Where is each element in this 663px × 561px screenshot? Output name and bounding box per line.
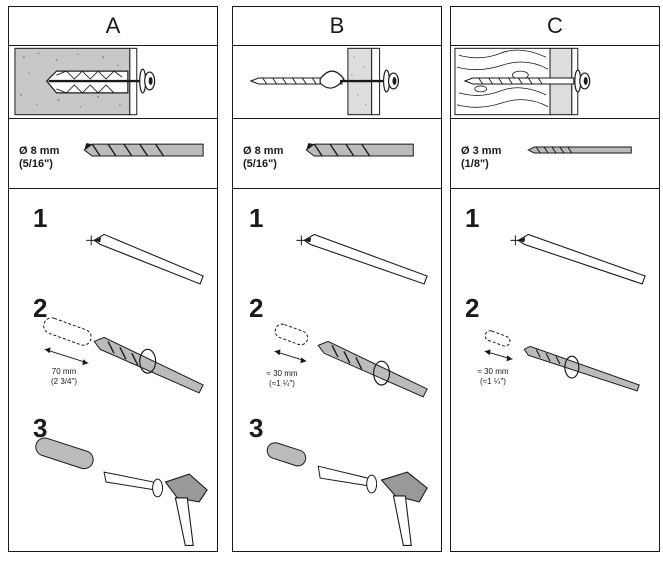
measure-inch: (≈1 ¼") — [480, 377, 506, 386]
panel-c-mounting-illustration — [451, 45, 659, 119]
bit-size-inch: (5/16") — [243, 158, 277, 170]
panel-a-header: A — [9, 7, 217, 46]
bit-size-metric: Ø 8 mm — [243, 145, 284, 157]
step-2-number: 2 — [465, 293, 480, 323]
panel-a-mounting-illustration — [9, 45, 217, 119]
panel-a-measurement: 70 mm (2 3/4") — [39, 367, 89, 387]
step-2-number: 2 — [249, 293, 264, 323]
wood-screw-illustration — [454, 47, 591, 116]
panel-a-bit-label: Ø 8 mm (5/16") — [19, 145, 59, 171]
step-1-number: 1 — [465, 203, 480, 233]
bit-size-metric: Ø 8 mm — [19, 145, 60, 157]
hammer-plug-icon — [35, 437, 208, 546]
drill-bit-icon — [305, 143, 414, 157]
panel-c-bit-label: Ø 3 mm (1/8") — [461, 145, 501, 171]
panel-c-drill-bit-section — [451, 118, 659, 189]
panel-b-mounting-illustration — [233, 45, 441, 119]
panel-b-header: B — [233, 7, 441, 46]
panel-b-bit-label: Ø 8 mm (5/16") — [243, 145, 283, 171]
step-2-number: 2 — [33, 293, 48, 323]
panel-a-drill-bit-section — [9, 118, 217, 189]
panel-c-header: C — [451, 7, 659, 46]
bit-size-metric: Ø 3 mm — [461, 145, 502, 157]
step-3-number: 3 — [249, 413, 264, 443]
panel-b: B Ø 8 mm (5/16") 1 2 3 — [232, 6, 442, 552]
pencil-mark-icon — [510, 233, 646, 285]
panel-b-measurement: ≈ 30 mm (≈1 ¼") — [253, 369, 311, 389]
measure-metric: ≈ 30 mm — [477, 367, 509, 376]
measure-inch: (≈1 ¼") — [269, 379, 295, 388]
measure-inch: (2 3/4") — [51, 377, 77, 386]
concrete-wall-plug-illustration — [14, 47, 156, 116]
panel-b-drill-bit-section — [233, 118, 441, 189]
panel-c-measurement: ≈ 30 mm (≈1 ¼") — [465, 367, 521, 387]
measure-metric: ≈ 30 mm — [266, 369, 298, 378]
pencil-mark-icon — [86, 233, 204, 285]
measure-metric: 70 mm — [51, 367, 77, 376]
panel-a: A Ø 8 mm (5/16") — [8, 6, 218, 552]
hammer-plug-icon — [266, 442, 428, 546]
drill-bit-icon — [83, 143, 204, 157]
drywall-plug-illustration — [249, 47, 400, 116]
bit-size-inch: (5/16") — [19, 158, 53, 170]
step-3-number: 3 — [33, 413, 48, 443]
drill-bit-icon — [527, 146, 632, 154]
pencil-mark-icon — [296, 233, 428, 285]
step-1-number: 1 — [33, 203, 48, 233]
panel-c: C Ø 3 mm (1/8") 1 2 — [450, 6, 660, 552]
bit-size-inch: (1/8") — [461, 158, 489, 170]
step-1-number: 1 — [249, 203, 264, 233]
